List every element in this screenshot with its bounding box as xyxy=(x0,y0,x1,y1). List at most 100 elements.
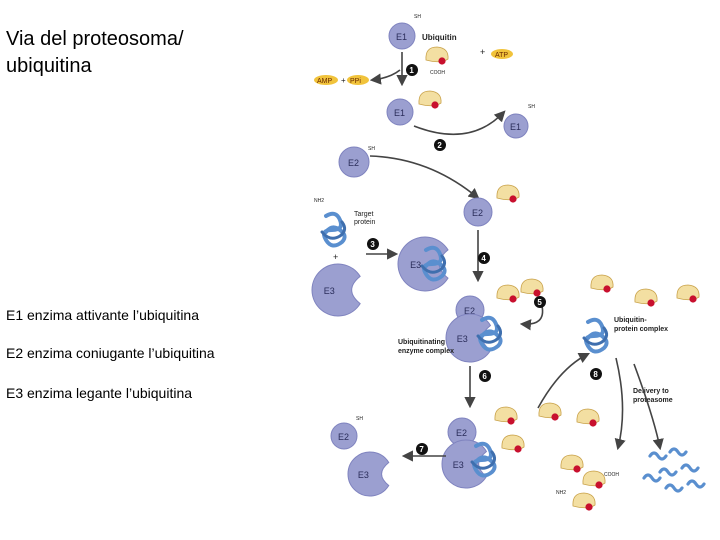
e1-free-top xyxy=(388,22,416,50)
protein-ubiquitinated-coil-2 xyxy=(582,326,609,346)
e1-charged xyxy=(386,98,414,126)
delivery-label-1: Delivery to xyxy=(633,388,669,395)
protein-fragment-5 xyxy=(642,473,662,483)
e1-free-right-label: E1 xyxy=(510,122,521,132)
step-3-badge xyxy=(367,238,379,250)
arrow-to-proteasome xyxy=(633,363,664,451)
protein-ubiquitinated-coil xyxy=(584,317,609,354)
legend-e2: E2 enzima coniugante l’ubiquitina xyxy=(6,345,215,361)
step-6-badge xyxy=(479,370,491,382)
protein-bottom-coil-2 xyxy=(470,450,497,470)
e2-free-label: E2 xyxy=(348,158,359,168)
ubiquitinating-label-2: enzyme complex xyxy=(398,348,454,355)
arrow-step-8 xyxy=(537,352,591,409)
ubiquitinating-label-1: Ubiquitinating xyxy=(398,339,445,346)
target-protein-in-complex-coil-2 xyxy=(476,324,503,344)
protein-fragment-4 xyxy=(680,463,700,473)
step-2-badge xyxy=(434,139,446,151)
ubiquitin-on-e1-bond xyxy=(431,101,439,109)
step-8-badge xyxy=(590,368,602,380)
free-ubiquitin-3-bond xyxy=(585,503,593,511)
protein-fragment-1 xyxy=(648,451,668,461)
e3-in-complex xyxy=(445,313,492,363)
target-protein-label-1: Target xyxy=(354,211,374,218)
protein-fragment-3 xyxy=(658,467,678,477)
e3-in-complex-label: E3 xyxy=(457,334,468,344)
title-line-1: Via del proteosoma/ xyxy=(6,28,184,50)
ubiquitin-bottom-3-bond xyxy=(589,419,597,427)
delivery-label-2: proteasome xyxy=(633,397,673,404)
target-protein-in-complex xyxy=(476,315,503,352)
cooh-label-free: COOH xyxy=(604,472,619,478)
e2-charged-label: E2 xyxy=(472,208,483,218)
ubiq-protein-label-2: protein complex xyxy=(614,326,668,333)
ppi-pill xyxy=(347,75,369,85)
sh-label-e2-released: SH xyxy=(356,416,363,422)
e3-bottom xyxy=(441,439,488,489)
step-1-badge xyxy=(406,64,418,76)
step-5-badge-number: 5 xyxy=(537,298,542,307)
atp-label: ATP xyxy=(495,52,508,59)
step-4-badge xyxy=(478,252,490,264)
protein-ubiquitinated xyxy=(582,317,609,354)
title-line-2: ubiquitina xyxy=(6,55,92,77)
protein-bottom xyxy=(470,441,497,478)
protein-fragment-7 xyxy=(686,479,706,489)
e2-bottom-label: E2 xyxy=(456,428,467,438)
e3-bound-label: E3 xyxy=(410,260,421,270)
arrow-amp-release xyxy=(369,69,401,85)
step-6-badge-number: 6 xyxy=(482,372,487,381)
slide-title: Via del proteosoma/ ubiquitina xyxy=(6,26,296,80)
e3-released-label: E3 xyxy=(358,470,369,480)
plus-sign-amp: + xyxy=(341,76,346,85)
ubiquitin-chain-2-bond xyxy=(647,299,655,307)
legend-e3: E3 enzima legante l’ubiquitina xyxy=(6,385,193,401)
target-protein-on-e3-coil-2 xyxy=(420,254,447,274)
e1-free-right xyxy=(503,113,529,139)
e3-free xyxy=(311,263,361,317)
target-protein-on-e3 xyxy=(420,245,447,282)
e1-free-top-label: E1 xyxy=(396,32,407,42)
e3-released xyxy=(347,451,390,497)
arrow-to-free-ubiquitin xyxy=(614,357,626,451)
ubiquitin-chain-1-bond xyxy=(603,285,611,293)
step-4-badge-number: 4 xyxy=(481,254,486,263)
e2-charged xyxy=(463,197,493,227)
e3-bottom-label: E3 xyxy=(453,460,464,470)
arrow-e1-release xyxy=(413,110,506,136)
ubiquitin-pathway-diagram: E1SHUbiquitinCOOH+ATPAMP+PPi1E1E1SH2E2SH… xyxy=(311,14,706,511)
free-ubiquitin-1-bond xyxy=(573,465,581,473)
legend-e1: E1 enzima attivante l’ubiquitina xyxy=(6,307,200,323)
ubiquitin-bottom-2-bond xyxy=(551,413,559,421)
nh2-label-target: NH2 xyxy=(314,198,324,204)
arrow-step-2 xyxy=(369,155,480,200)
ubiquitin-on-e2-bond xyxy=(509,195,517,203)
atp-pill xyxy=(491,49,513,59)
ubiquitin-chain-3-bond xyxy=(689,295,697,303)
sh-label-e2: SH xyxy=(368,146,375,152)
target-protein-top xyxy=(320,211,347,248)
e2-released-label: E2 xyxy=(338,432,349,442)
protein-fragment-6 xyxy=(664,483,684,493)
step-5-badge xyxy=(534,296,546,308)
e2-free xyxy=(338,146,370,178)
sh-label-top: SH xyxy=(414,14,421,20)
target-protein-top-coil-2 xyxy=(320,220,347,240)
arrow-step-5 xyxy=(519,305,544,331)
ubiquitin-top-bond xyxy=(438,57,446,65)
cooh-label-top: COOH xyxy=(430,70,445,76)
step-7-badge xyxy=(416,443,428,455)
sh-label-e1-right: SH xyxy=(528,104,535,110)
target-protein-label-2: protein xyxy=(354,219,376,226)
plus-sign-e3: + xyxy=(333,252,338,262)
amp-pill xyxy=(314,75,338,85)
ubiquitin-complex-2-bond xyxy=(533,289,541,297)
plus-sign-top: + xyxy=(480,47,485,57)
ubiq-protein-label-1: Ubiquitin- xyxy=(614,317,647,324)
e2-in-complex-label: E2 xyxy=(464,306,475,316)
step-8-badge-number: 8 xyxy=(593,370,598,379)
protein-bottom-coil xyxy=(472,441,497,478)
step-1-badge-number: 1 xyxy=(409,66,414,75)
step-2-badge-number: 2 xyxy=(437,141,442,150)
degraded-protein-fragments xyxy=(642,447,706,493)
